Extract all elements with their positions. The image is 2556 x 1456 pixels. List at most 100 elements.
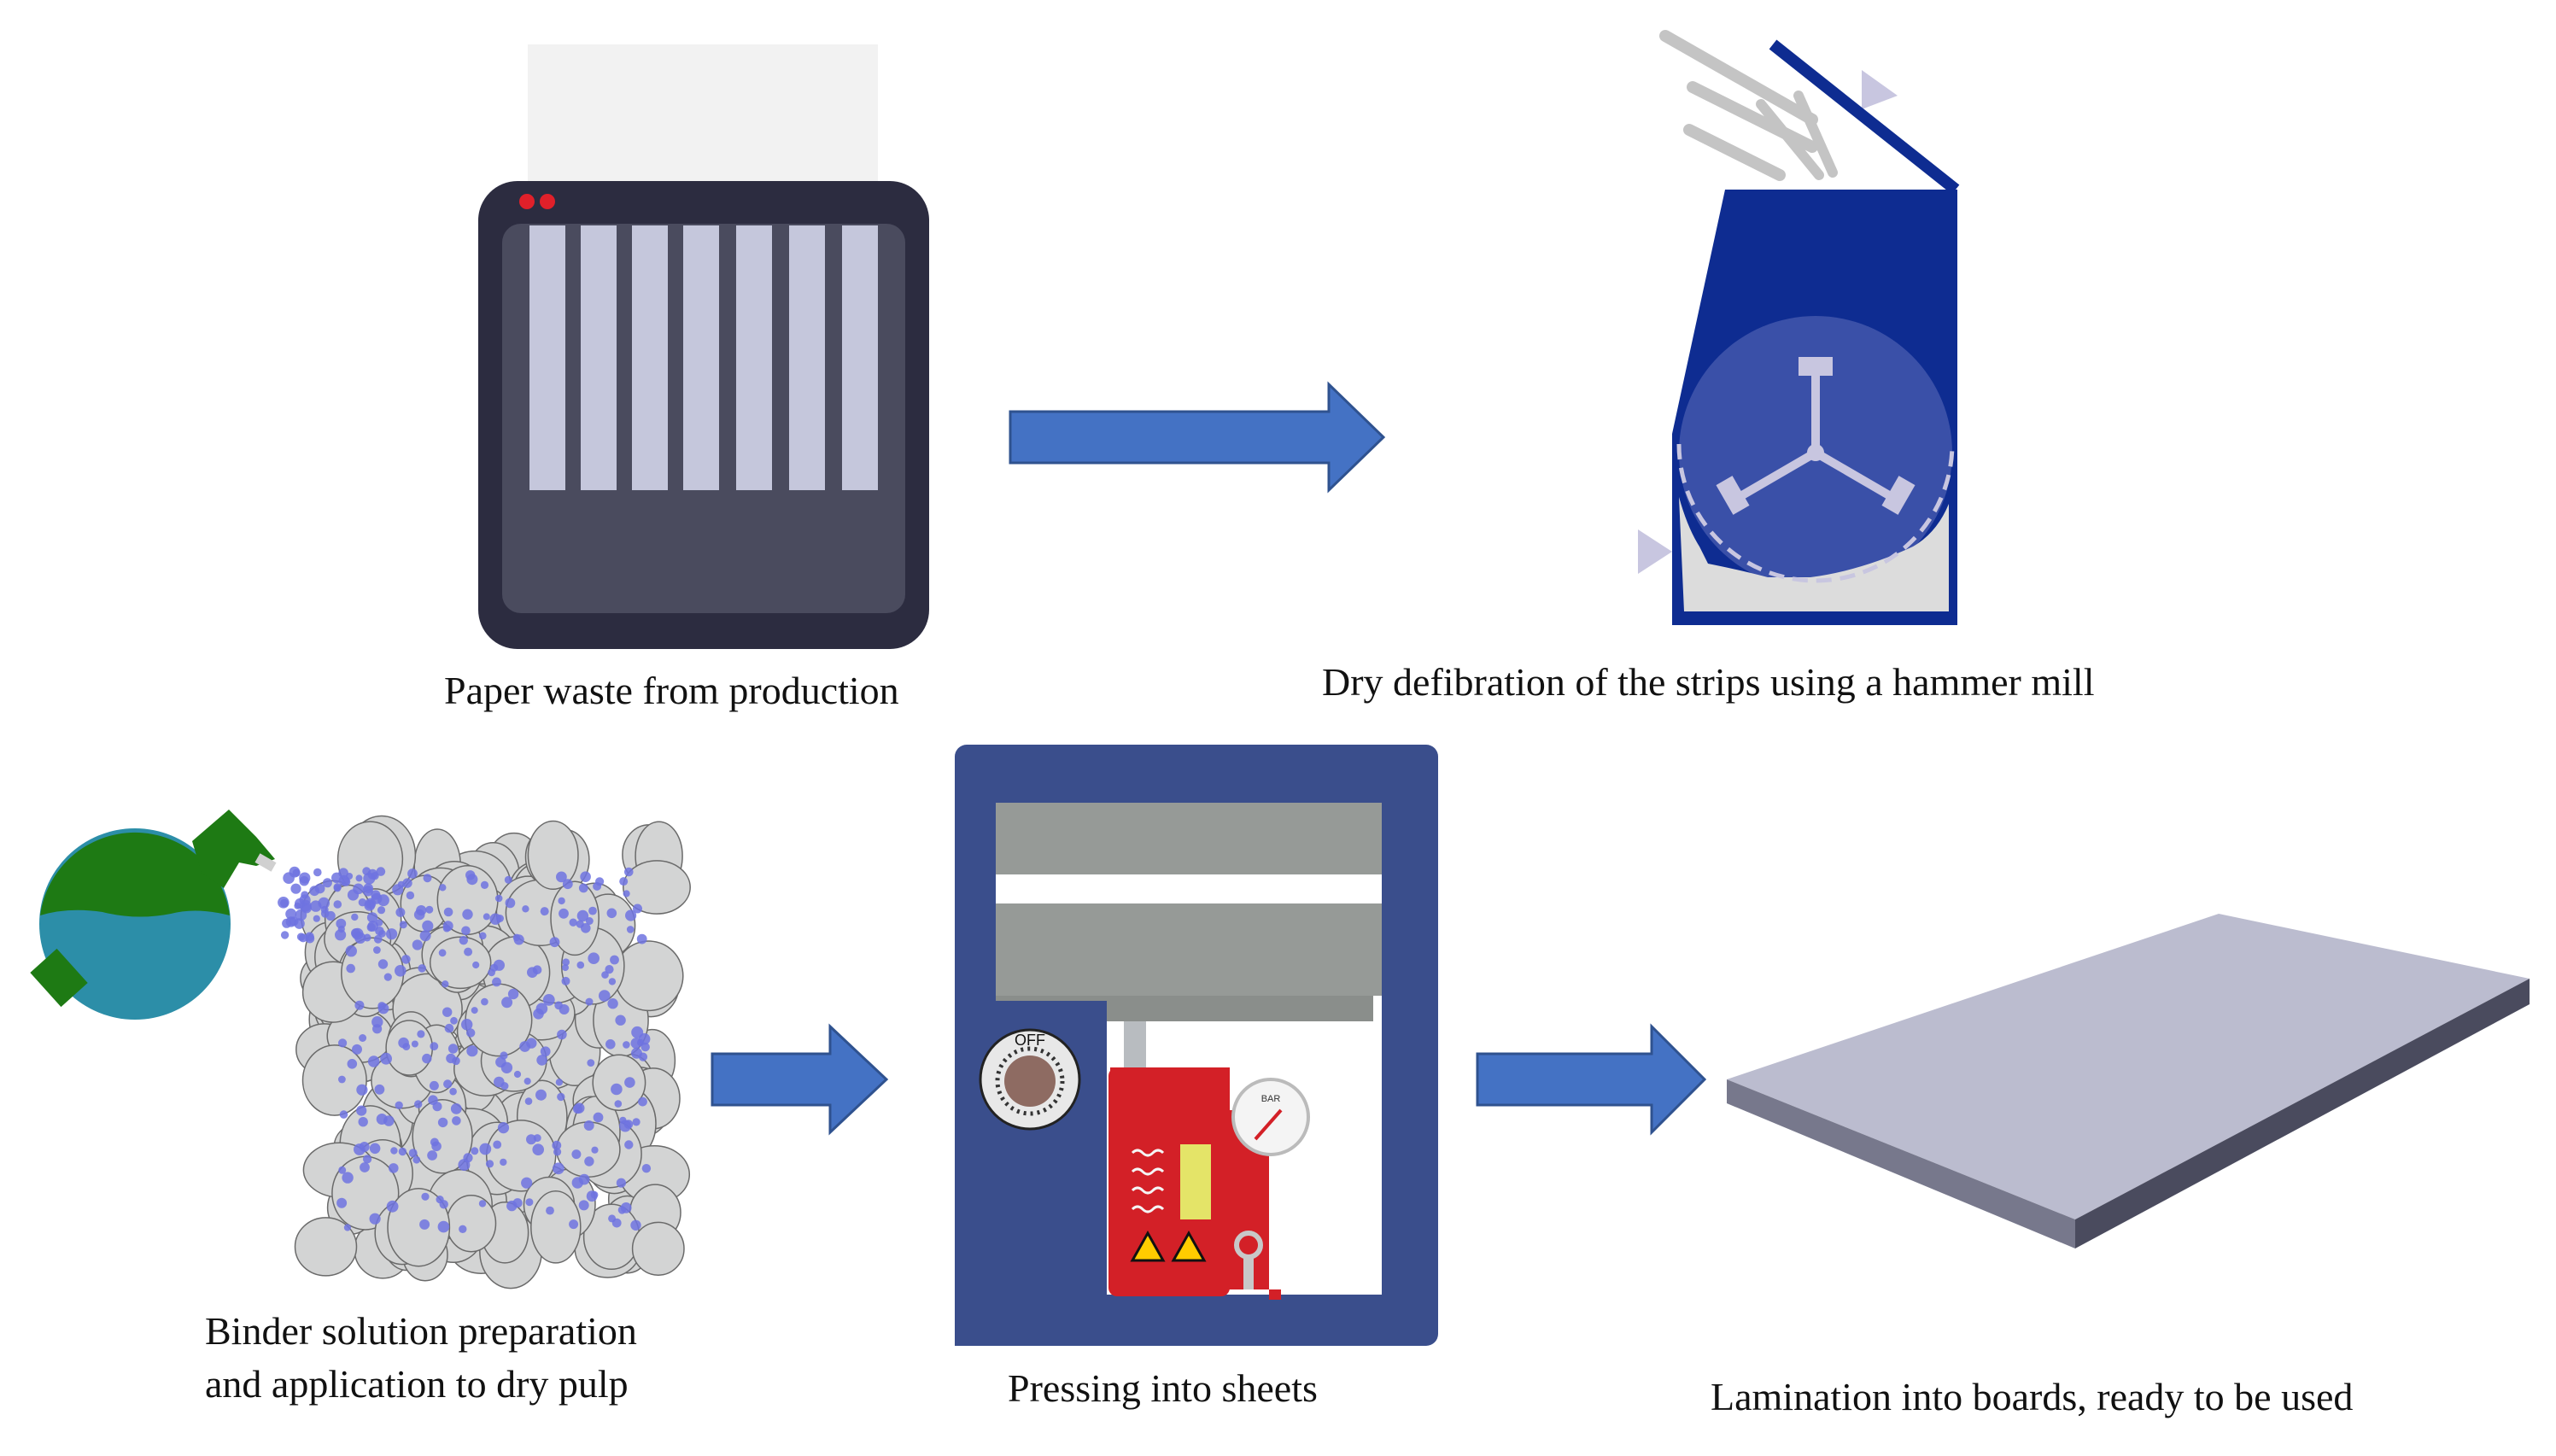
binder-droplet: [523, 1078, 531, 1085]
binder-droplet: [376, 1114, 388, 1125]
fiber: [294, 1217, 358, 1277]
binder-droplet: [513, 1070, 522, 1079]
binder-droplet: [406, 891, 415, 900]
binder-droplet: [422, 920, 434, 932]
binder-droplet: [524, 1097, 533, 1105]
binder-droplet: [338, 1038, 348, 1048]
binder-droplet: [299, 876, 309, 886]
binder-droplet: [535, 1089, 547, 1101]
binder-droplet: [619, 877, 629, 886]
binder-droplet: [452, 1056, 460, 1066]
binder-droplet: [576, 961, 585, 969]
fiber: [623, 860, 691, 915]
binder-droplet: [437, 1220, 450, 1233]
binder-droplet: [395, 907, 406, 917]
binder-droplet: [611, 1083, 623, 1096]
binder-droplet: [412, 939, 423, 950]
binder-droplet: [373, 934, 383, 944]
binder-droplet: [363, 883, 374, 893]
binder-droplet: [366, 899, 375, 908]
binder-droplet: [493, 1140, 502, 1149]
binder-droplet: [610, 955, 619, 965]
binder-droplet: [419, 930, 431, 942]
binder-droplet: [512, 933, 521, 942]
binder-droplet: [624, 867, 634, 877]
binder-droplet: [305, 933, 315, 944]
binder-droplet: [462, 909, 473, 920]
binder-droplet: [584, 1156, 594, 1167]
binder-droplet: [372, 1024, 383, 1034]
spray-bottle-icon: [30, 810, 277, 1020]
binder-droplet: [583, 1120, 594, 1131]
binder-droplet: [412, 1155, 421, 1164]
binder-droplet: [355, 874, 363, 882]
binder-droplet: [450, 1016, 458, 1025]
binder-droplet: [479, 1143, 492, 1155]
binder-droplet: [395, 1101, 403, 1110]
binder-droplet: [607, 998, 618, 1009]
binder-droplet: [576, 909, 589, 922]
binder-droplet: [605, 1039, 616, 1050]
board-icon: [1727, 914, 2530, 1248]
binder-droplet: [585, 917, 594, 925]
binder-droplet: [591, 1146, 599, 1154]
binder-droplet: [590, 1190, 599, 1199]
binder-droplet: [383, 973, 392, 981]
fiber: [429, 936, 492, 990]
binder-droplet: [578, 883, 588, 893]
binder-droplet: [492, 977, 501, 987]
binder-droplet: [580, 871, 591, 882]
binder-droplet: [624, 1140, 634, 1149]
binder-droplet: [376, 867, 386, 876]
binder-droplet: [466, 874, 478, 886]
binder-droplet: [417, 1030, 425, 1038]
binder-droplet: [427, 1150, 437, 1161]
binder-droplet: [314, 883, 325, 894]
binder-droplet: [443, 1079, 453, 1089]
binder-droplet: [527, 967, 538, 978]
binder-droplet: [483, 913, 490, 921]
binder-droplet: [495, 1056, 506, 1068]
binder-droplet: [386, 928, 398, 940]
binder-droplet: [485, 1160, 494, 1168]
binder-droplet: [345, 945, 357, 957]
binder-droplet: [337, 925, 345, 933]
binder-droplet: [354, 1000, 365, 1010]
binder-droplet: [599, 990, 611, 1002]
binder-droplet: [519, 1041, 530, 1052]
arrow-right-icon: [1476, 1023, 1707, 1136]
binder-droplet: [338, 868, 348, 878]
binder-droplet: [358, 1117, 368, 1127]
binder-droplet: [464, 947, 473, 956]
dial-off-label: OFF: [1015, 1032, 1045, 1049]
fiber: [631, 1221, 685, 1276]
binder-droplet: [569, 1219, 579, 1230]
binder-droplet: [458, 1159, 471, 1172]
binder-droplet: [535, 1003, 548, 1015]
binder-droplet: [356, 1105, 367, 1116]
binder-droplet: [459, 1225, 467, 1234]
binder-droplet: [377, 894, 389, 907]
binder-droplet: [341, 877, 351, 886]
binder-droplet: [371, 890, 381, 900]
binder-droplet: [494, 894, 503, 903]
binder-droplet: [466, 1045, 478, 1057]
arrow-right-icon: [1009, 381, 1386, 494]
binder-droplet: [625, 909, 637, 921]
binder-droplet: [422, 1053, 432, 1064]
binder-droplet: [559, 1004, 570, 1015]
caption-pressing: Pressing into sheets: [1008, 1366, 1318, 1410]
binder-droplet: [437, 1117, 448, 1128]
binder-droplet: [630, 1219, 641, 1231]
caption-binder-line2: and application to dry pulp: [205, 1362, 629, 1406]
binder-droplet: [439, 884, 447, 892]
binder-droplet: [553, 1148, 562, 1156]
binder-droplet: [500, 1158, 507, 1167]
binder-droplet: [423, 874, 432, 883]
binder-droplet: [501, 997, 513, 1009]
binder-droplet: [587, 1059, 595, 1067]
binder-droplet: [496, 915, 504, 922]
binder-droplet: [471, 1147, 479, 1155]
binder-droplet: [632, 1118, 640, 1126]
binder-droplet: [552, 1140, 562, 1150]
